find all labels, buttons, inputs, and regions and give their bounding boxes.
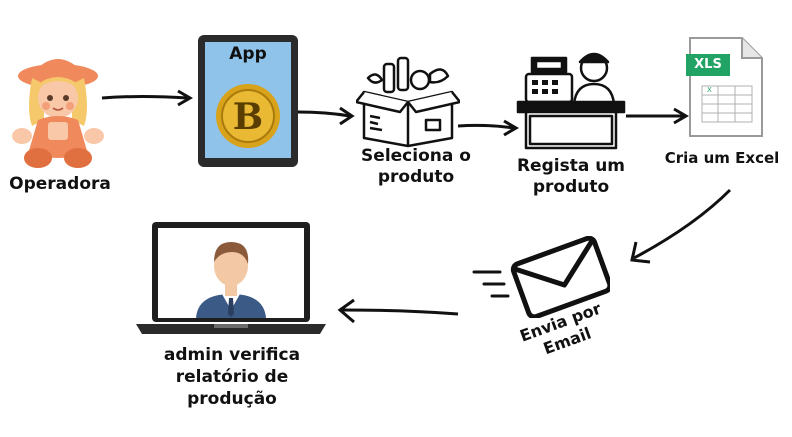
excel-file-icon: X [686, 36, 766, 138]
arrow-app-to-select [297, 106, 355, 126]
register-product-label: Regista um produto [506, 156, 636, 199]
arrow-select-to-register [457, 119, 519, 137]
operator-label: Operadora [9, 174, 111, 194]
product-box-icon [356, 56, 460, 148]
app-title: App [229, 44, 267, 64]
svg-text:B: B [233, 96, 263, 138]
cashier-icon [516, 44, 626, 154]
admin-line3: produção [187, 389, 277, 410]
app-tablet-icon: B [197, 34, 299, 168]
register-product-line1: Regista um [516, 156, 626, 176]
operator-doll-icon [8, 50, 108, 170]
arrow-excel-to-email [630, 188, 732, 264]
svg-text:X: X [707, 86, 712, 94]
select-product-line2: produto [377, 167, 455, 188]
excel-badge: XLS [694, 57, 722, 72]
arrow-operator-to-app [101, 89, 193, 107]
select-product-line1: Seleciona o [361, 146, 471, 166]
admin-line1: admin verifica [163, 345, 301, 365]
admin-laptop-icon [136, 220, 326, 336]
admin-line2: relatório de [175, 367, 289, 388]
register-product-line2: produto [532, 177, 610, 198]
excel-label: Cria um Excel [664, 149, 780, 167]
arrow-email-to-admin [337, 298, 459, 324]
select-product-label: Seleciona o produto [346, 146, 486, 189]
arrow-register-to-excel [626, 107, 689, 125]
admin-label: admin verifica relatório de produção [142, 344, 322, 410]
email-envelope-icon [470, 236, 610, 318]
